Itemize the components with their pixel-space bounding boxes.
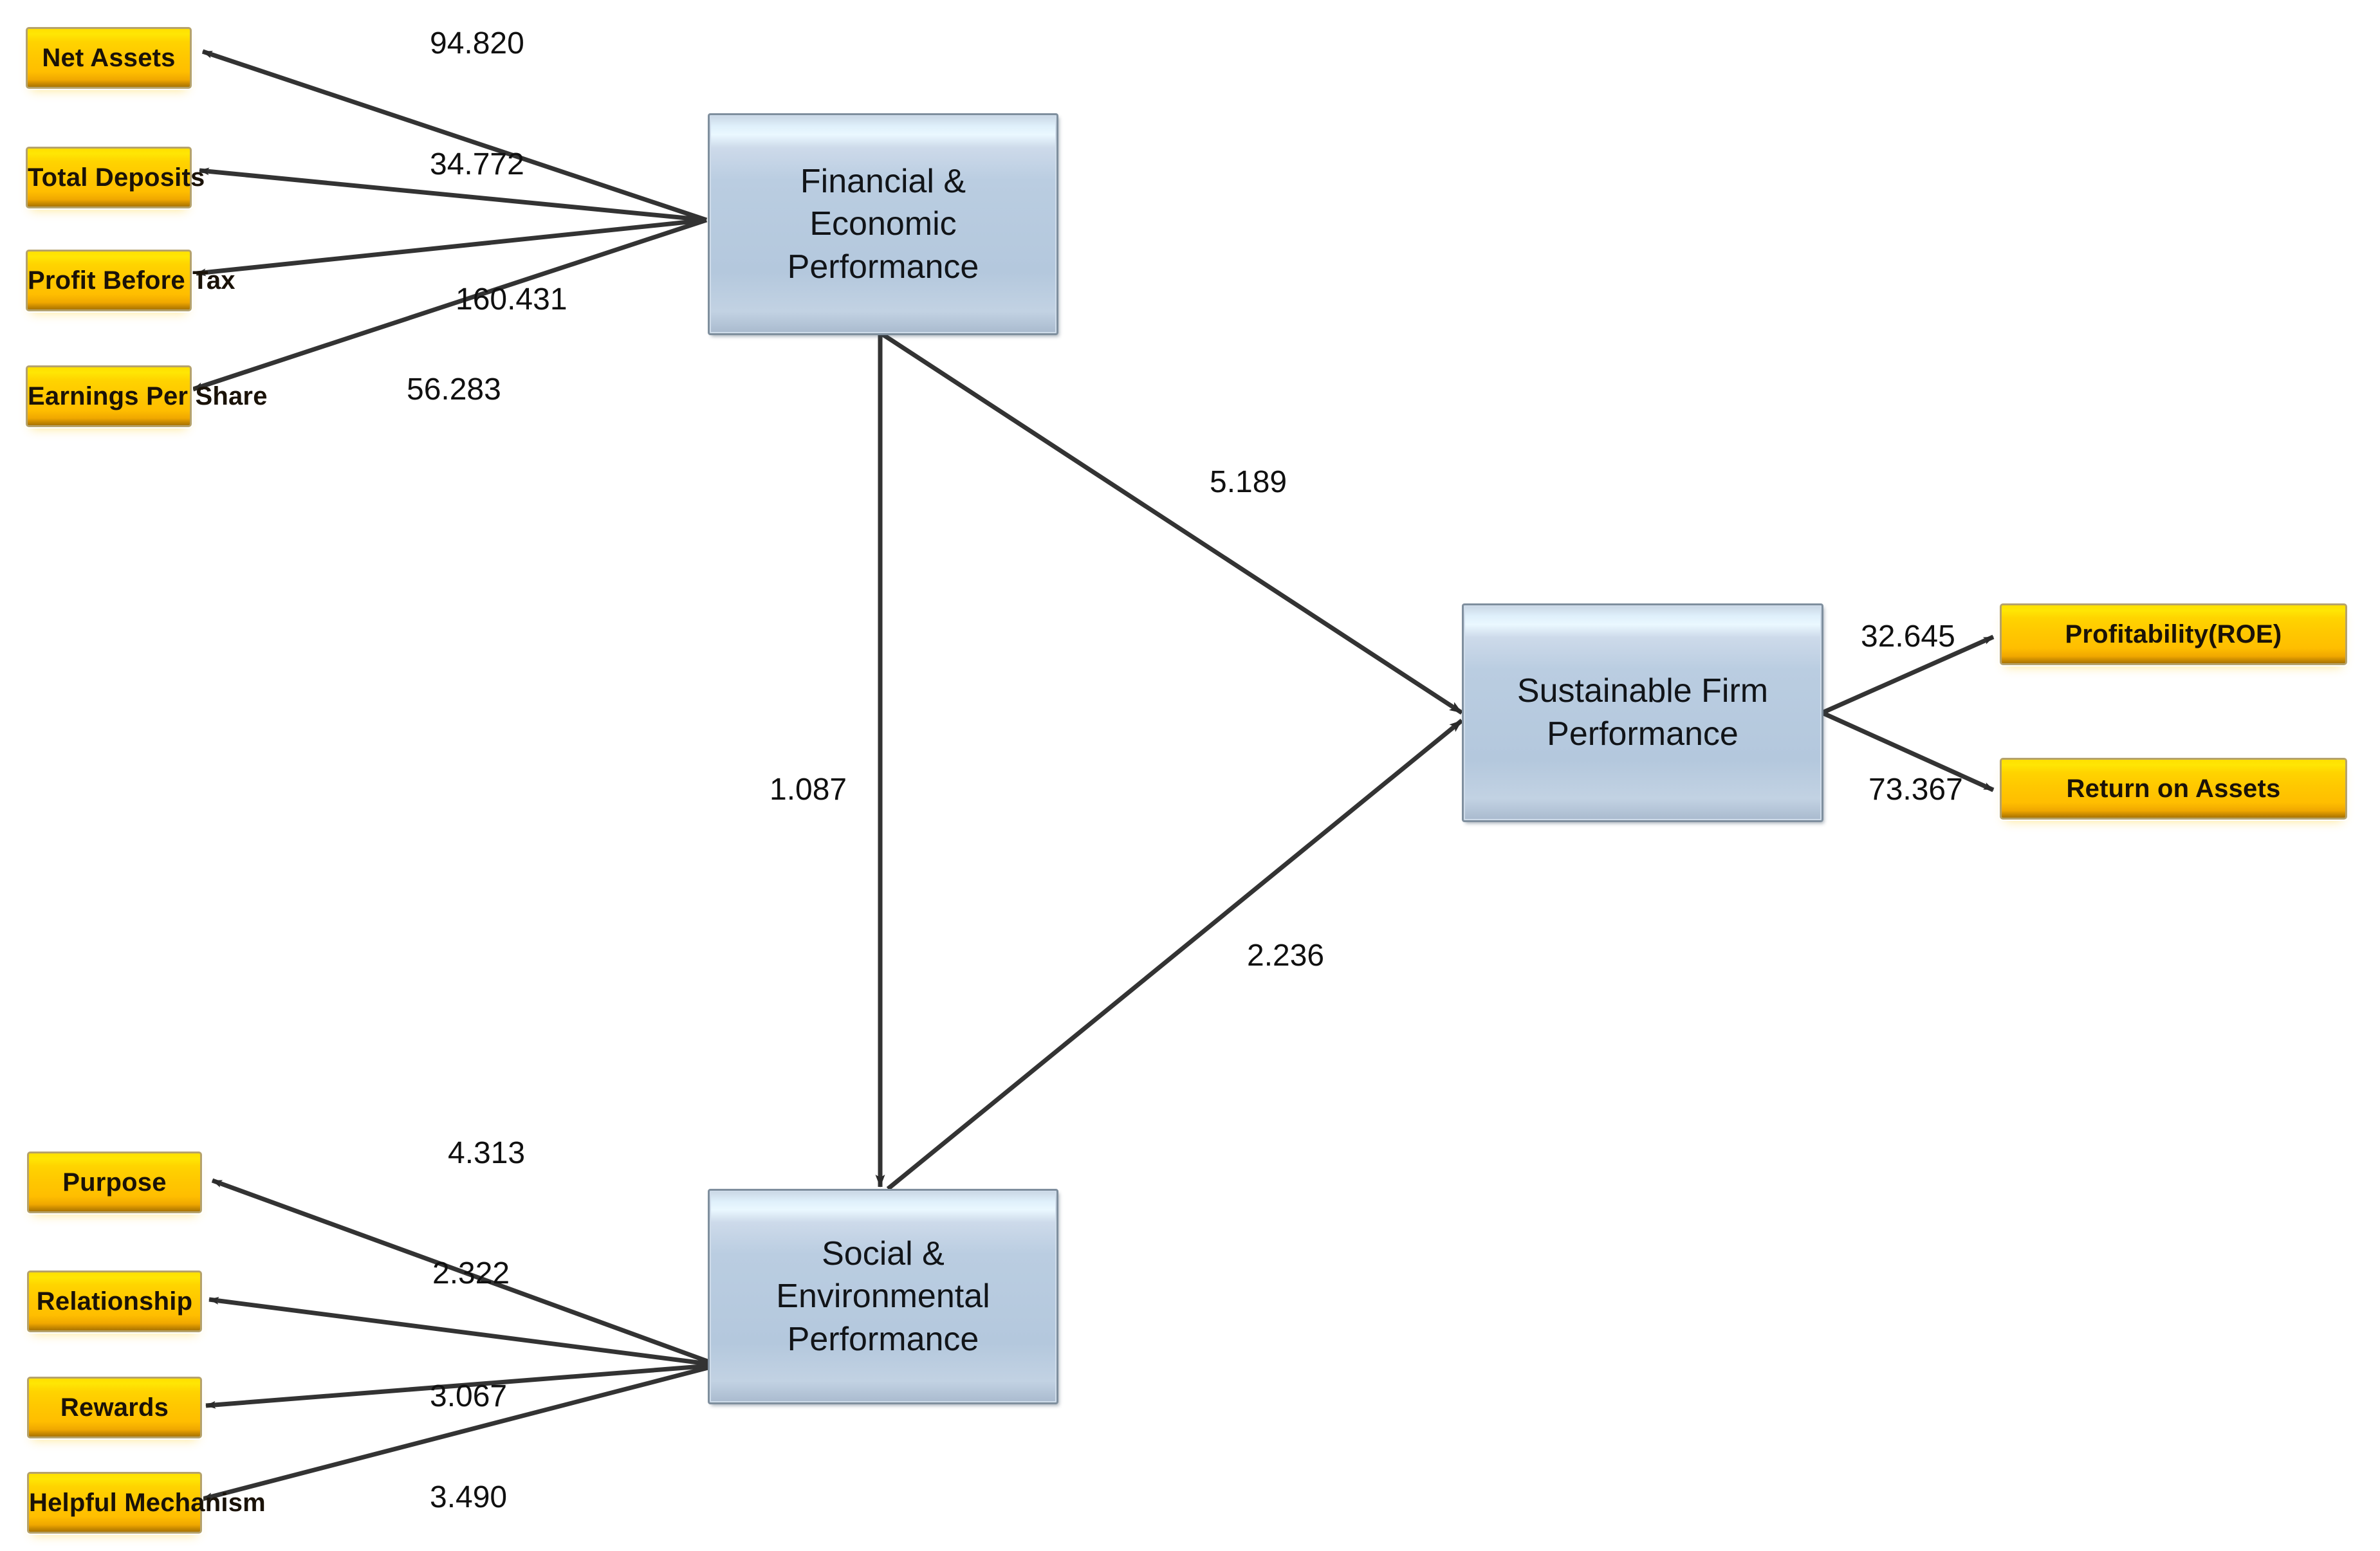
- coefficient-profitability-roe: 32.645: [1861, 619, 1955, 654]
- coefficient-net-assets: 94.820: [430, 26, 524, 60]
- indicator-label: Earnings Per Share: [28, 382, 268, 410]
- indicator-rewards[interactable]: Rewards: [27, 1377, 202, 1438]
- coefficient-purpose: 4.313: [448, 1136, 526, 1170]
- indicator-helpful-mechanism[interactable]: Helpful Mechanism: [27, 1472, 266, 1534]
- indicator-label: Return on Assets: [2066, 775, 2281, 803]
- indicator-label: Profitability(ROE): [2065, 620, 2282, 648]
- indicator-profit-before-tax[interactable]: Profit Before Tax: [26, 250, 235, 311]
- indicator-purpose[interactable]: Purpose: [27, 1152, 202, 1213]
- edge-purpose: [211, 1178, 719, 1368]
- latent-line-1: Sustainable Firm: [1517, 672, 1769, 710]
- latent-label: Social & Environmental Performance: [710, 1233, 1056, 1361]
- coefficient-profit-before-tax: 160.431: [456, 282, 567, 317]
- latent-label: Financial & Economic Performance: [710, 160, 1056, 289]
- indicator-earnings-per-share[interactable]: Earnings Per Share: [26, 365, 267, 427]
- latent-line-3: Performance: [787, 248, 979, 286]
- coefficient-fep-to-sep: 1.087: [770, 773, 847, 807]
- edge-fep-to-financial-indicators: [192, 49, 708, 392]
- indicator-total-deposits[interactable]: Total Deposits: [26, 147, 205, 208]
- edge-helpful-mechanism: [202, 1363, 719, 1501]
- latent-line-1: Social &: [822, 1234, 945, 1272]
- indicator-label: Profit Before Tax: [28, 266, 235, 295]
- latent-financial-economic-performance[interactable]: Financial & Economic Performance: [708, 113, 1058, 335]
- edge-return-on-assets: [1821, 710, 1995, 793]
- indicator-profitability-roe[interactable]: Profitability(ROE): [2000, 603, 2347, 665]
- coefficient-earnings-per-share: 56.283: [407, 372, 501, 407]
- indicator-label: Total Deposits: [28, 163, 205, 192]
- edge-net-assets: [201, 49, 708, 223]
- latent-line-2: Economic: [809, 205, 957, 243]
- coefficient-relationship: 2.322: [432, 1256, 510, 1290]
- latent-line-2: Environmental: [776, 1278, 990, 1316]
- indicator-label: Net Assets: [42, 44, 176, 72]
- edge-sep-to-sfp: [886, 719, 1464, 1191]
- latent-line-3: Performance: [787, 1320, 979, 1358]
- coefficient-total-deposits: 34.772: [430, 147, 524, 181]
- coefficient-fep-to-sfp: 5.189: [1210, 465, 1287, 499]
- edge-rewards: [205, 1363, 719, 1409]
- edge-profitability-roe: [1821, 634, 1995, 715]
- edge-total-deposits: [199, 167, 707, 223]
- latent-label: Sustainable Firm Performance: [1464, 670, 1822, 755]
- latent-line-1: Financial &: [800, 162, 966, 200]
- edge-earnings-per-share: [192, 217, 708, 392]
- edge-sep-to-social-indicators: [202, 1178, 719, 1501]
- edge-relationship: [208, 1296, 719, 1368]
- edge-fep-to-sfp: [881, 333, 1463, 715]
- indicator-net-assets[interactable]: Net Assets: [26, 27, 192, 89]
- indicator-label: Rewards: [60, 1393, 169, 1422]
- indicator-label: Helpful Mechanism: [29, 1489, 266, 1517]
- indicator-label: Relationship: [36, 1287, 193, 1316]
- edge-profit-before-tax: [196, 217, 707, 277]
- edge-sfp-to-outcome-indicators: [1821, 634, 1995, 793]
- coefficient-rewards: 3.067: [430, 1379, 508, 1413]
- coefficient-sep-to-sfp: 2.236: [1247, 939, 1325, 973]
- indicator-relationship[interactable]: Relationship: [27, 1271, 202, 1332]
- coefficient-return-on-assets: 73.367: [1868, 773, 1963, 807]
- latent-sustainable-firm-performance[interactable]: Sustainable Firm Performance: [1462, 603, 1823, 822]
- latent-line-2: Performance: [1547, 715, 1739, 753]
- indicator-return-on-assets[interactable]: Return on Assets: [2000, 758, 2347, 820]
- indicator-label: Purpose: [62, 1168, 167, 1197]
- latent-social-environmental-performance[interactable]: Social & Environmental Performance: [708, 1189, 1058, 1404]
- coefficient-helpful-mechanism: 3.490: [430, 1480, 508, 1514]
